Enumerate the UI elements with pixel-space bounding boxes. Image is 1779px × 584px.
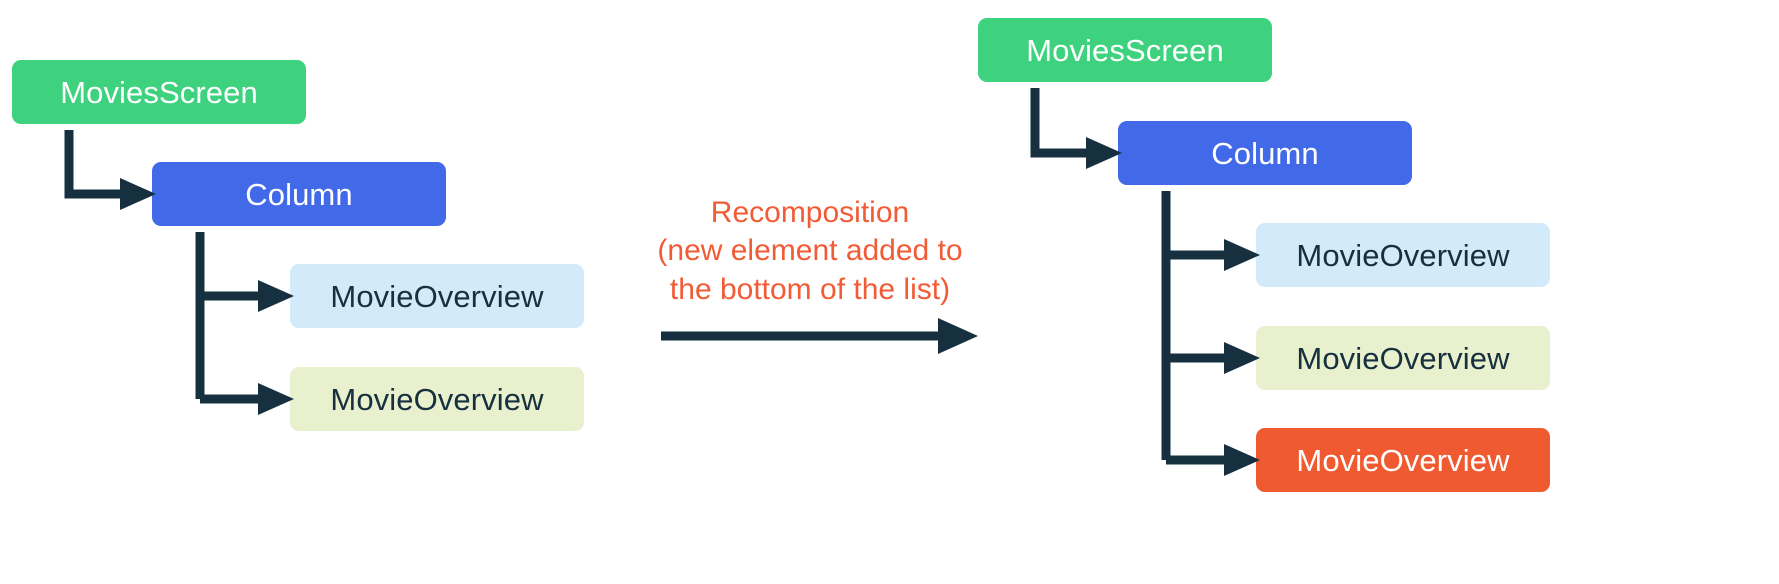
recomposition-caption: Recomposition (new element added to the … [640,194,980,309]
before-node-moviesscreen[interactable]: MoviesScreen [12,60,306,124]
before-node-movieoverview-1-label: MovieOverview [330,278,544,314]
after-node-column-label: Column [1211,135,1319,171]
before-node-moviesscreen-label: MoviesScreen [60,74,258,110]
after-node-movieoverview-3-label: MovieOverview [1296,442,1510,478]
before-arrowhead-child-2 [258,383,294,415]
before-node-movieoverview-1[interactable]: MovieOverview [290,264,584,328]
after-node-movieoverview-3[interactable]: MovieOverview [1256,428,1550,492]
after-arrowhead-child-2 [1224,342,1260,374]
before-node-column-label: Column [245,176,353,212]
after-node-movieoverview-2-label: MovieOverview [1296,340,1510,376]
after-node-moviesscreen[interactable]: MoviesScreen [978,18,1272,82]
after-arrowhead-child-3 [1224,444,1260,476]
after-node-movieoverview-1[interactable]: MovieOverview [1256,223,1550,287]
before-node-column[interactable]: Column [152,162,446,226]
after-node-movieoverview-1-label: MovieOverview [1296,237,1510,273]
after-node-column[interactable]: Column [1118,121,1412,185]
after-arrowhead-child-1 [1224,239,1260,271]
after-node-moviesscreen-label: MoviesScreen [1026,32,1224,68]
after-connector-screen-to-column [1030,88,1090,158]
before-node-movieoverview-2[interactable]: MovieOverview [290,367,584,431]
before-arrowhead-screen-to-column [120,178,156,210]
after-arrowhead-screen-to-column [1086,137,1122,169]
caption-line-3: the bottom of the list) [669,272,951,306]
caption-line-1: Recomposition [710,196,910,229]
before-node-movieoverview-2-label: MovieOverview [330,381,544,417]
after-node-movieoverview-2[interactable]: MovieOverview [1256,326,1550,390]
before-arrowhead-child-1 [258,280,294,312]
transition-arrow-head [938,318,978,354]
before-connector-screen-to-column [64,130,124,199]
caption-line-2: (new element added to [657,234,963,268]
